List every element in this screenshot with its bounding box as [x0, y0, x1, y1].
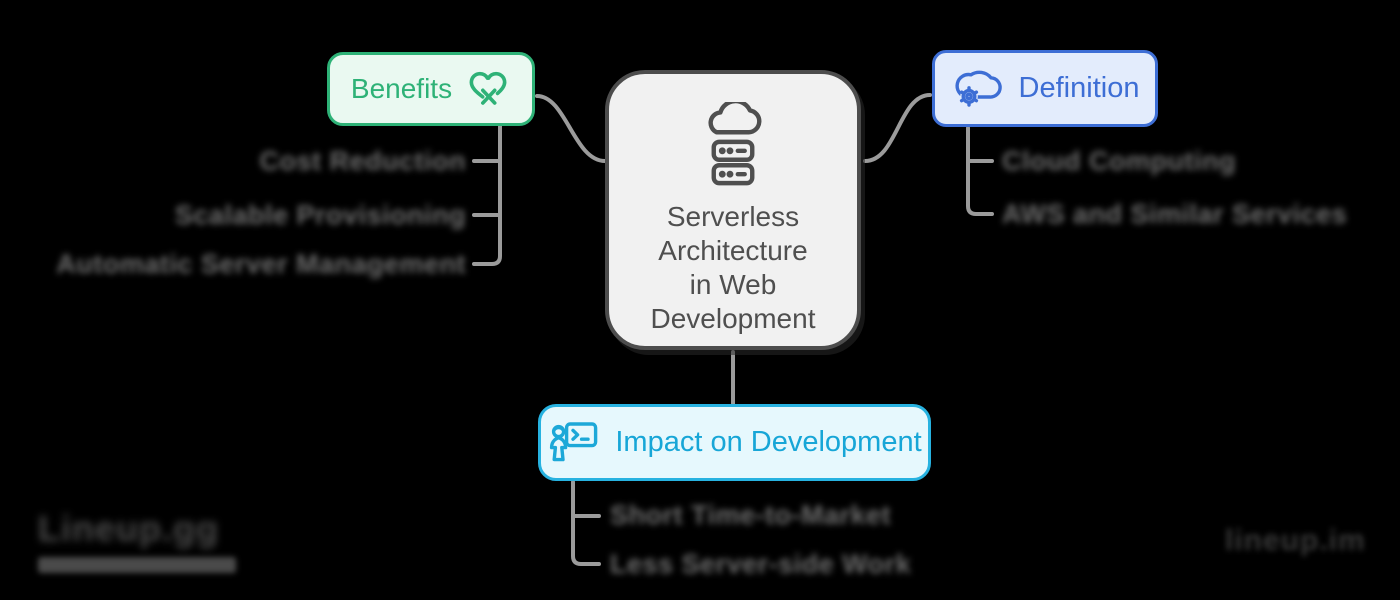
connector-impact-children: [571, 480, 601, 566]
impact-item-2[interactable]: Less Server-side Work: [610, 549, 912, 579]
connector-center-definition: [863, 93, 932, 163]
impact-node[interactable]: Impact on Development: [538, 404, 931, 481]
connector-definition-children: [966, 126, 994, 216]
benefits-item-3[interactable]: Automatic Server Management: [56, 249, 466, 279]
benefits-item-1[interactable]: Cost Reduction: [259, 146, 466, 176]
impact-item-1[interactable]: Short Time-to-Market: [610, 500, 892, 530]
benefits-item-2[interactable]: Scalable Provisioning: [174, 200, 466, 230]
person-terminal-icon: [550, 421, 598, 461]
definition-item-1[interactable]: Cloud Computing: [1002, 146, 1236, 176]
logo-tagline-blurred: [38, 557, 236, 573]
watermark-text: lineup.im: [1225, 524, 1366, 557]
definition-item-2[interactable]: AWS and Similar Services: [1002, 199, 1348, 229]
connector-benefits-center: [535, 94, 607, 163]
central-topic-node[interactable]: Serverless Architecture in Web Developme…: [605, 70, 861, 350]
cloud-gear-icon: [955, 70, 1002, 107]
definition-label: Definition: [1018, 72, 1140, 104]
definition-node[interactable]: Definition: [932, 50, 1158, 127]
benefits-node[interactable]: Benefits: [327, 52, 535, 126]
central-topic-title: Serverless Architecture in Web Developme…: [650, 201, 816, 334]
heart-x-icon: [469, 71, 507, 105]
benefits-label: Benefits: [350, 73, 453, 104]
connector-benefits-children: [472, 124, 502, 266]
impact-label: Impact on Development: [615, 426, 922, 458]
brand-logo[interactable]: Lineup.gg: [38, 508, 219, 549]
cloud-server-icon: [708, 102, 762, 186]
